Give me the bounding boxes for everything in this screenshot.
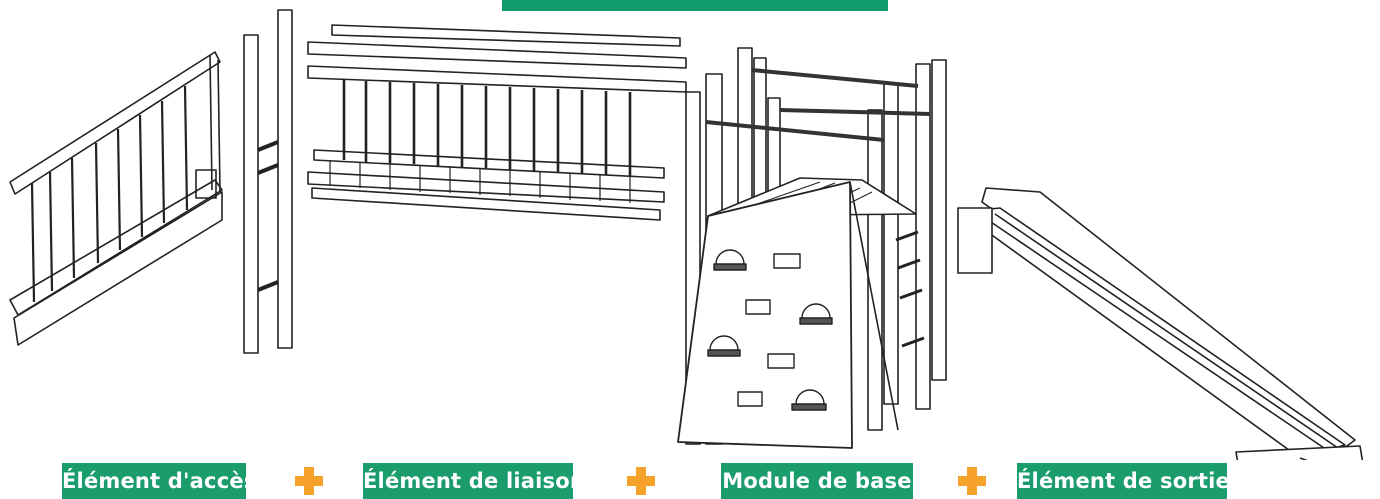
base-module-drawing <box>677 47 947 449</box>
link-bridge-drawing <box>307 24 687 221</box>
label-access-element: Élément d'accès <box>62 463 256 499</box>
label-exit-element: Élément de sortie <box>1017 463 1230 499</box>
plus-icon <box>627 467 655 495</box>
plus-icon <box>295 467 323 495</box>
ladder-posts-drawing <box>243 9 293 354</box>
access-ramp-drawing <box>9 51 223 346</box>
plus-icon <box>958 467 986 495</box>
exit-slide-drawing <box>957 187 1364 460</box>
label-base-module: Module de base <box>721 463 913 499</box>
header-bar <box>502 0 888 11</box>
label-link-element: Élément de liaison <box>363 463 585 499</box>
playground-illustration <box>9 9 1364 460</box>
